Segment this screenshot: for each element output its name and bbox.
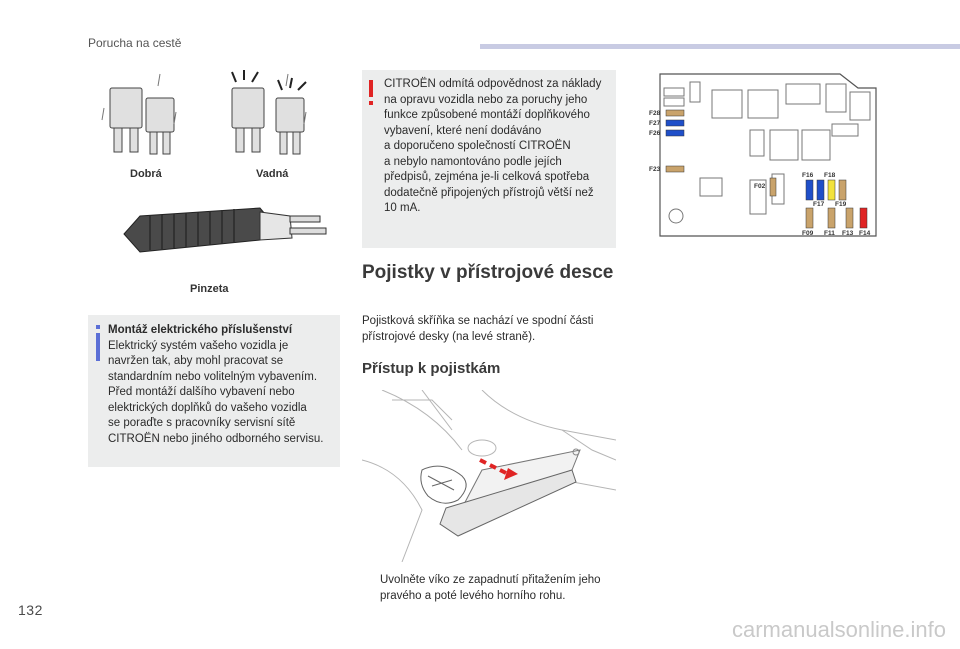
info-box-line: standardním nebo volitelným vybavením. [108,370,318,383]
fuse-comparison-illustration [101,70,307,155]
fuse-f26 [665,129,685,137]
fuse-f02 [769,177,777,197]
fuse-f16 [805,179,814,201]
fuse-label-f02: F02 [754,183,766,190]
fuse-label-f13: F13 [842,230,854,237]
fuse-box-diagram: F28 F27 F26 F23 F02 F16 F18 F17 F19 F09 … [649,73,877,237]
fuse-label-f19: F19 [835,201,847,208]
info-box: Montáž elektrického příslušenství Elektr… [88,315,340,467]
info-box-title: Montáž elektrického příslušenství [108,324,293,336]
fuse-f09 [805,207,814,229]
info-box-line: Před montáží dalšího vybavení nebo [108,386,295,398]
step-line: Uvolněte víko ze zapadnutí přitažením je… [380,574,601,586]
warning-line: dodatečně připojených přístrojů větší ne… [384,186,594,199]
warning-line: na opravu vozidla nebo za poruchy jeho [384,93,588,106]
fuse-f13 [845,207,854,229]
page-number: 132 [18,602,43,618]
warning-line: vybavení, které není dodáváno [384,124,542,137]
tweezers-label: Pinzeta [190,283,229,295]
fuse-label-f11: F11 [824,230,835,237]
fuse-tweezers-illustration [123,207,327,253]
intro-line: přístrojové desky (na levé straně). [362,330,536,343]
warning-line: CITROËN odmítá odpovědnost za náklady [384,78,602,90]
warning-line: a nebylo namontováno podle jejích [384,155,562,168]
warning-icon [369,80,373,105]
bad-fuse-label: Vadná [256,168,289,180]
warning-line: a doporučeno společností CITROËN [384,140,571,152]
fuse-f28 [665,109,685,117]
fuse-label-f18: F18 [824,172,836,179]
section-title: Pojistky v přístrojové desce [362,262,614,283]
fuse-label-f26: F26 [649,130,661,137]
header-bar [480,44,960,49]
info-box-line: navržen tak, aby mohl pracovat se [108,355,284,367]
watermark: carmanualsonline.info [731,617,946,642]
fuse-f27 [665,119,685,127]
fuse-label-f28: F28 [649,110,661,117]
fuse-f14 [859,207,868,229]
fuse-f17 [816,179,825,201]
fuse-f18 [827,179,836,201]
fuse-label-f23: F23 [649,166,661,173]
fuse-label-f27: F27 [649,120,661,127]
info-box-line: Elektrický systém vašeho vozidla je [108,339,289,352]
warning-line: předpisů, zejména je-li celková spotřeba [384,171,590,183]
header-section-title: Porucha na cestě [88,36,182,50]
fuse-label-f14: F14 [859,230,871,237]
fuse-f23 [665,165,685,173]
dashboard-access-illustration [362,390,616,562]
step-line: pravého a poté levého horního rohu. [380,589,566,602]
info-box-line: elektrických doplňků do vašeho vozidla [108,401,307,414]
warning-line: funkce způsobené montáží doplňkového [384,109,590,121]
subsection-title: Přístup k pojistkám [362,360,501,377]
info-box-line: CITROËN nebo jiného odborného servisu. [108,432,324,445]
fuse-label-f17: F17 [813,201,825,208]
fuse-label-f09: F09 [802,230,814,237]
fuse-f11 [827,207,836,229]
warning-line: 10 mA. [384,202,421,214]
good-fuse-label: Dobrá [130,168,162,180]
fuse-f19 [838,179,847,201]
info-box-line: se poraďte s pracovníky servisní sítě [108,417,296,429]
info-icon [96,325,100,361]
warning-box: CITROËN odmítá odpovědnost za náklady na… [362,70,616,248]
intro-line: Pojistková skříňka se nachází ve spodní … [362,315,594,327]
fuse-label-f16: F16 [802,172,814,179]
